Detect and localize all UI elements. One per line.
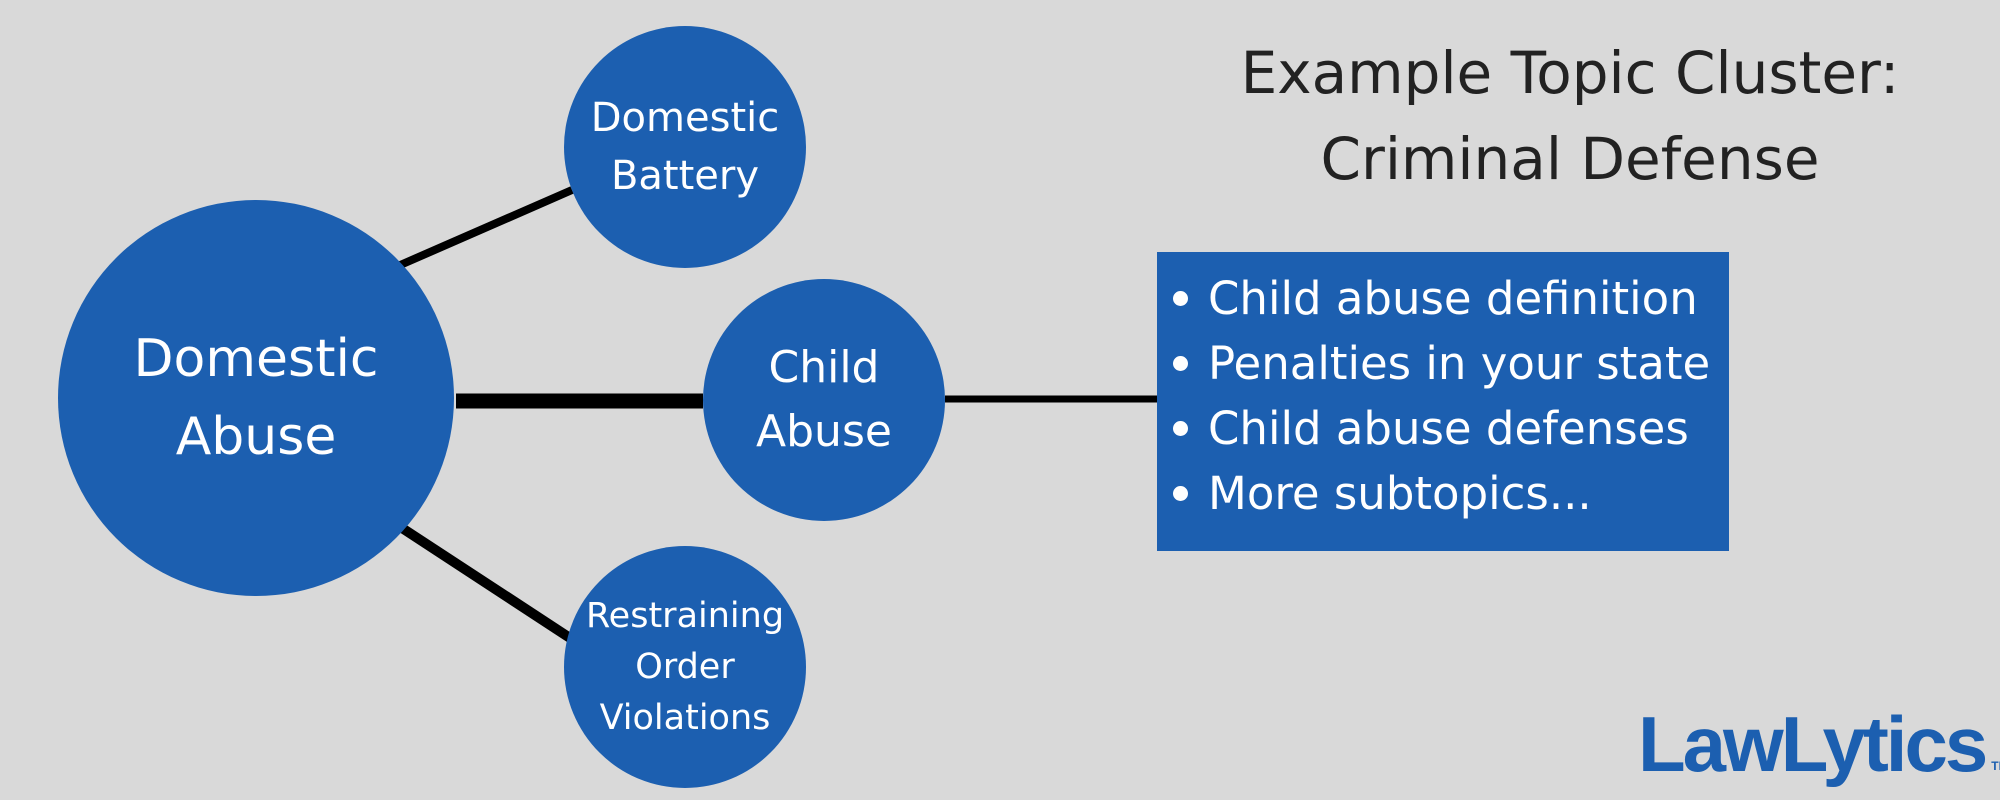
node-child-abuse: Child Abuse [703,279,945,521]
node-main-line1: Domestic [133,329,379,389]
node-domestic-abuse: Domestic Abuse [58,200,454,596]
node-middle-line2: Abuse [756,406,892,457]
title-line1: Example Topic Cluster: [1240,39,1900,107]
subtopic-item: More subtopics... [1167,461,1729,526]
node-bottom-line3: Violations [599,697,771,738]
logo-text: LawLytics [1638,700,1988,788]
node-top-line2: Battery [610,153,760,199]
trademark-mark: TM [1991,759,2000,773]
node-domestic-battery: Domestic Battery [564,26,806,268]
node-top-line1: Domestic [590,95,780,141]
bullet-icon [1173,486,1188,501]
subtopic-label: Penalties in your state [1208,337,1711,390]
subtopic-list: Child abuse definition Penalties in your… [1167,266,1729,526]
subtopic-box: Child abuse definition Penalties in your… [1157,252,1729,551]
subtopic-label: Child abuse definition [1208,272,1698,325]
bullet-icon [1173,356,1188,371]
bullet-icon [1173,421,1188,436]
connector-main-top [396,186,574,270]
node-restraining-order-violations: Restraining Order Violations [564,546,806,788]
page-title: Example Topic Cluster: Criminal Defense [1180,30,1960,202]
node-bottom-line2: Order [635,646,735,687]
lawlytics-logo: LawLyticsTM [1638,698,2000,790]
subtopic-item: Penalties in your state [1167,331,1729,396]
subtopic-item: Child abuse defenses [1167,396,1729,461]
node-main-line2: Abuse [175,407,337,467]
node-bottom-line1: Restraining [585,595,785,636]
subtopic-label: More subtopics... [1208,467,1592,520]
title-line2: Criminal Defense [1320,125,1820,193]
subtopic-label: Child abuse defenses [1208,402,1689,455]
subtopic-item: Child abuse definition [1167,266,1729,331]
node-middle-line1: Child [768,342,880,393]
connector-main-bottom [399,523,573,643]
bullet-icon [1173,291,1188,306]
